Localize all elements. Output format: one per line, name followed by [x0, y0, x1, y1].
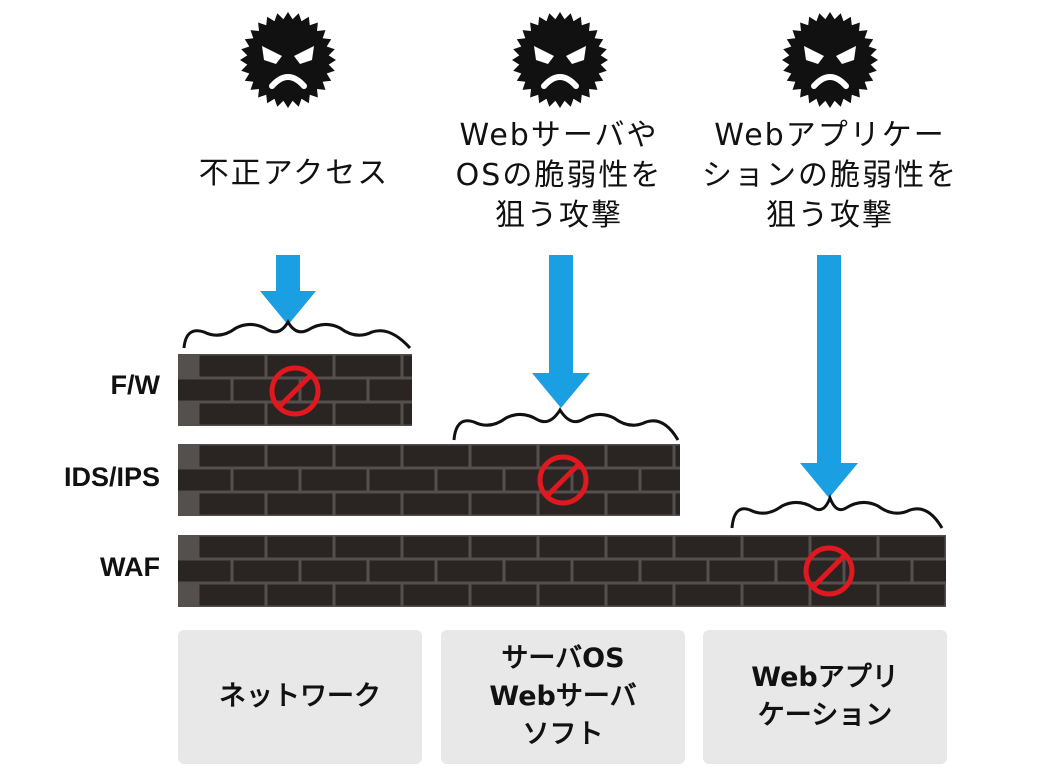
target-label-line: ネットワーク: [219, 681, 381, 712]
arrow-down-icon: [800, 255, 858, 498]
target-label-line: ケーション: [757, 700, 893, 731]
attack-label-line: Webサーバや: [459, 118, 659, 153]
attack-label-line: 不正アクセス: [198, 156, 390, 191]
attack-label-line: Webアプリケー: [714, 118, 946, 153]
angry-face-icon: [512, 12, 608, 108]
no-entry-icon: [269, 365, 321, 417]
angry-face-icon: [240, 12, 336, 108]
impact-splash: [452, 407, 680, 441]
angry-face-icon: [782, 12, 878, 108]
arrow-down-icon: [532, 255, 590, 408]
target-label-line: サーバOS: [501, 643, 625, 674]
no-entry-icon: [803, 545, 855, 597]
target-label-line: Webアプリ: [751, 662, 899, 693]
impact-splash: [182, 318, 412, 350]
no-entry-icon: [537, 454, 589, 506]
target-label-line: Webサーバ: [489, 681, 637, 712]
arrow-down-icon: [260, 255, 316, 325]
brick-wall-waf: [178, 535, 946, 607]
layer-label-ids-ips: IDS/IPS: [63, 462, 160, 492]
attack-label-server-os-vuln: Webサーバや OSの脆弱性を 狙う攻撃: [409, 116, 709, 236]
attack-label-line: ションの脆弱性を: [702, 158, 958, 193]
attack-label-line: 狙う攻撃: [766, 198, 894, 233]
attack-label-line: 狙う攻撃: [495, 198, 623, 233]
target-box-server-os: サーバOS Webサーバ ソフト: [441, 630, 685, 764]
target-box-network: ネットワーク: [178, 630, 422, 764]
target-label-line: ソフト: [522, 719, 604, 750]
impact-splash: [730, 493, 944, 529]
attack-label-webapp-vuln: Webアプリケー ションの脆弱性を 狙う攻撃: [680, 116, 980, 236]
brick-wall-ids-ips: [178, 444, 680, 516]
attack-label-line: OSの脆弱性を: [455, 158, 663, 193]
layer-label-waf: WAF: [100, 552, 160, 582]
layer-label-fw: F/W: [110, 370, 160, 400]
attack-label-unauthorized-access: 不正アクセス: [144, 154, 444, 194]
target-box-web-application: Webアプリ ケーション: [703, 630, 947, 764]
